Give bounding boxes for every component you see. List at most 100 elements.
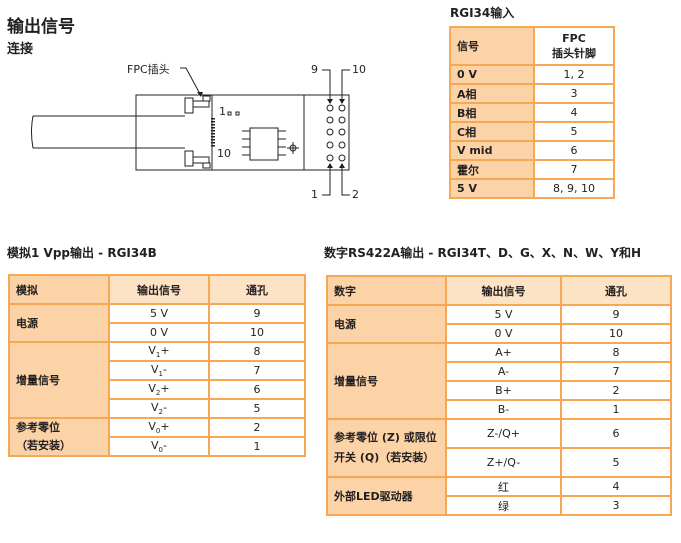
input-signal: V mid: [449, 140, 535, 161]
input-signal: C相: [449, 121, 535, 142]
hole: 2: [208, 417, 306, 438]
hole: 6: [208, 379, 306, 400]
connector-pin-1-label: 1: [219, 105, 226, 118]
hole: 7: [208, 360, 306, 381]
header-analog: 模拟: [8, 274, 110, 305]
signal-sub: 1: [158, 370, 163, 379]
input-signal: 0 V: [449, 64, 535, 85]
signal-base: V: [151, 438, 159, 452]
signal: V1-: [108, 360, 210, 381]
signal-base: V: [151, 400, 159, 414]
hole: 7: [560, 361, 672, 382]
signal: 红: [445, 476, 562, 497]
group-label: 参考零位: [16, 421, 60, 434]
hole: 8: [208, 341, 306, 362]
hole: 6: [560, 418, 672, 449]
signal-suffix: -: [163, 438, 167, 452]
digital-table-title: 数字RS422A输出 - RGI34T、D、G、X、N、W、Y和H: [324, 246, 642, 260]
group-label: 参考零位 (Z) 或限位: [334, 431, 437, 444]
header-digital: 数字: [326, 275, 447, 306]
signal: A-: [445, 361, 562, 382]
signal: A+: [445, 342, 562, 363]
hole: 10: [208, 322, 306, 343]
input-pins: 3: [533, 83, 615, 104]
signal-sub: 2: [155, 389, 161, 398]
signal: 0 V: [108, 322, 210, 343]
analog-table-title: 模拟1 Vpp输出 - RGI34B: [7, 246, 157, 260]
signal: 5 V: [108, 303, 210, 324]
group-label-note: 开关 (Q)（若安装）: [334, 451, 435, 464]
pin-label-10: 10: [352, 63, 366, 76]
connection-diagram: FPC插头 9 10 1 2 1 10: [0, 55, 370, 210]
signal: 绿: [445, 495, 562, 516]
signal-base: V: [148, 419, 156, 433]
signal-base: V: [148, 343, 156, 357]
group-led-driver: 外部LED驱动器: [326, 476, 447, 516]
hole: 8: [560, 342, 672, 363]
group-incremental: 增量信号: [326, 342, 447, 420]
header-fpc: FPC: [562, 32, 586, 45]
input-pins: 5: [533, 121, 615, 142]
signal-suffix: +: [160, 419, 170, 433]
signal: V0-: [108, 436, 210, 457]
signal: Z-/Q+: [445, 418, 562, 449]
pin-label-2: 2: [352, 188, 359, 201]
group-label-note: （若安装）: [16, 439, 71, 452]
readhead-diagram-graphic: [31, 67, 350, 196]
group-power: 电源: [326, 304, 447, 344]
hole: 2: [560, 380, 672, 401]
signal: B-: [445, 399, 562, 420]
hole: 1: [560, 399, 672, 420]
input-signal: 霍尔: [449, 159, 535, 180]
input-signal: A相: [449, 83, 535, 104]
header-hole: 通孔: [560, 275, 672, 306]
signal-suffix: -: [163, 400, 167, 414]
hole: 3: [560, 495, 672, 516]
signal-sub: 0: [158, 446, 163, 455]
signal-sub: 1: [155, 351, 161, 360]
signal-sub: 2: [158, 408, 163, 417]
signal: V0+: [108, 417, 210, 438]
pin-label-9: 9: [311, 63, 318, 76]
signal: V1+: [108, 341, 210, 362]
input-pins: 1, 2: [533, 64, 615, 85]
input-signal: 5 V: [449, 178, 535, 199]
input-signal: B相: [449, 102, 535, 123]
pin-label-1: 1: [311, 188, 318, 201]
signal: V2-: [108, 398, 210, 419]
group-reference-limit: 参考零位 (Z) 或限位开关 (Q)（若安装）: [326, 418, 447, 478]
signal: V2+: [108, 379, 210, 400]
signal-suffix: +: [160, 381, 170, 395]
header-output-signal: 输出信号: [445, 275, 562, 306]
connector-pin-10-label: 10: [217, 147, 231, 160]
header-fpc-pins: FPC 插头针脚: [533, 26, 615, 66]
signal-base: V: [151, 362, 159, 376]
input-pins: 4: [533, 102, 615, 123]
section-subtitle: 连接: [7, 42, 34, 57]
signal: 0 V: [445, 323, 562, 344]
signal-base: V: [148, 381, 156, 395]
header-output-signal: 输出信号: [108, 274, 210, 305]
group-incremental: 增量信号: [8, 341, 110, 419]
hole: 4: [560, 476, 672, 497]
group-reference: 参考零位 （若安装）: [8, 417, 110, 457]
hole: 5: [560, 447, 672, 478]
group-power: 电源: [8, 303, 110, 343]
hole: 10: [560, 323, 672, 344]
fpc-connector-label: FPC插头: [127, 63, 170, 76]
header-signal: 信号: [449, 26, 535, 66]
hole: 9: [560, 304, 672, 325]
hole: 5: [208, 398, 306, 419]
page-title: 输出信号: [7, 17, 75, 37]
hole: 9: [208, 303, 306, 324]
signal-sub: 0: [155, 427, 161, 436]
input-table-title: RGI34输入: [450, 6, 515, 20]
input-pins: 8, 9, 10: [533, 178, 615, 199]
hole: 1: [208, 436, 306, 457]
header-pins: 插头针脚: [552, 47, 596, 60]
signal: B+: [445, 380, 562, 401]
signal: Z+/Q-: [445, 447, 562, 478]
